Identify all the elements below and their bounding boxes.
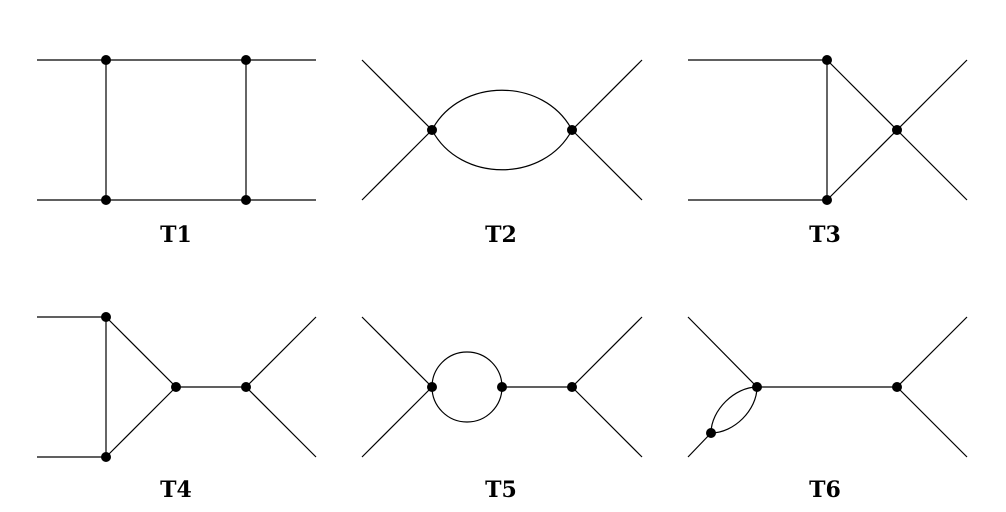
t3-label: T3	[809, 222, 841, 248]
t4-vertex-right	[241, 382, 251, 392]
t3-vertex-right	[892, 125, 902, 135]
diagram-t4: T4	[37, 312, 317, 503]
diagram-t1: T1	[37, 55, 316, 248]
t4-propagator-upper	[105, 316, 177, 388]
t1-vertex-bottom-right	[241, 195, 251, 205]
t2-label: T2	[485, 222, 517, 248]
t6-vertex-leg	[706, 428, 716, 438]
t5-external-top-left	[361, 316, 433, 388]
t3-propagator-lower	[826, 129, 898, 201]
t1-vertex-top-left	[101, 55, 111, 65]
t4-label: T4	[160, 477, 192, 503]
t5-external-top-right	[571, 316, 643, 388]
t2-loop-lower	[431, 129, 573, 171]
t4-vertex-top	[101, 312, 111, 322]
t1-label: T1	[160, 222, 192, 248]
t3-vertex-bottom	[822, 195, 832, 205]
t6-vertex-left	[752, 382, 762, 392]
t5-loop	[431, 351, 503, 423]
t2-external-top-left	[361, 59, 433, 131]
t2-external-bottom-left	[361, 129, 433, 201]
t6-external-bottom-right	[896, 386, 968, 458]
t5-vertex-left	[427, 382, 437, 392]
t6-vertex-right	[892, 382, 902, 392]
t3-propagator-upper	[826, 59, 898, 131]
t6-label: T6	[809, 477, 841, 503]
t5-vertex-right	[567, 382, 577, 392]
t2-external-bottom-right	[571, 129, 643, 201]
t3-external-bottom-right	[896, 129, 968, 201]
t4-vertex-bottom	[101, 452, 111, 462]
t2-vertex-left	[427, 125, 437, 135]
diagram-t3: T3	[688, 55, 968, 248]
t4-vertex-middle	[171, 382, 181, 392]
diagram-t2: T2	[361, 59, 643, 248]
t5-label: T5	[485, 477, 517, 503]
t2-loop-upper	[431, 89, 573, 131]
t5-external-bottom-right	[571, 386, 643, 458]
t4-external-top-right	[245, 316, 317, 388]
t2-external-top-right	[571, 59, 643, 131]
t5-external-bottom-left	[361, 386, 433, 458]
t1-vertex-bottom-left	[101, 195, 111, 205]
t2-vertex-right	[567, 125, 577, 135]
t4-propagator-lower	[105, 386, 177, 458]
t3-external-top-right	[896, 59, 968, 131]
t6-loop-upper	[710, 386, 758, 434]
t1-vertex-top-right	[241, 55, 251, 65]
t6-external-top-right	[896, 316, 968, 388]
t6-external-bottom-left	[687, 432, 712, 458]
t4-external-bottom-right	[245, 386, 317, 458]
t5-vertex-loop-right	[497, 382, 507, 392]
t6-loop-lower	[710, 386, 758, 434]
t3-vertex-top	[822, 55, 832, 65]
diagram-t6: T6	[687, 316, 968, 503]
diagram-t5: T5	[361, 316, 643, 503]
t6-external-top-left	[687, 316, 758, 388]
